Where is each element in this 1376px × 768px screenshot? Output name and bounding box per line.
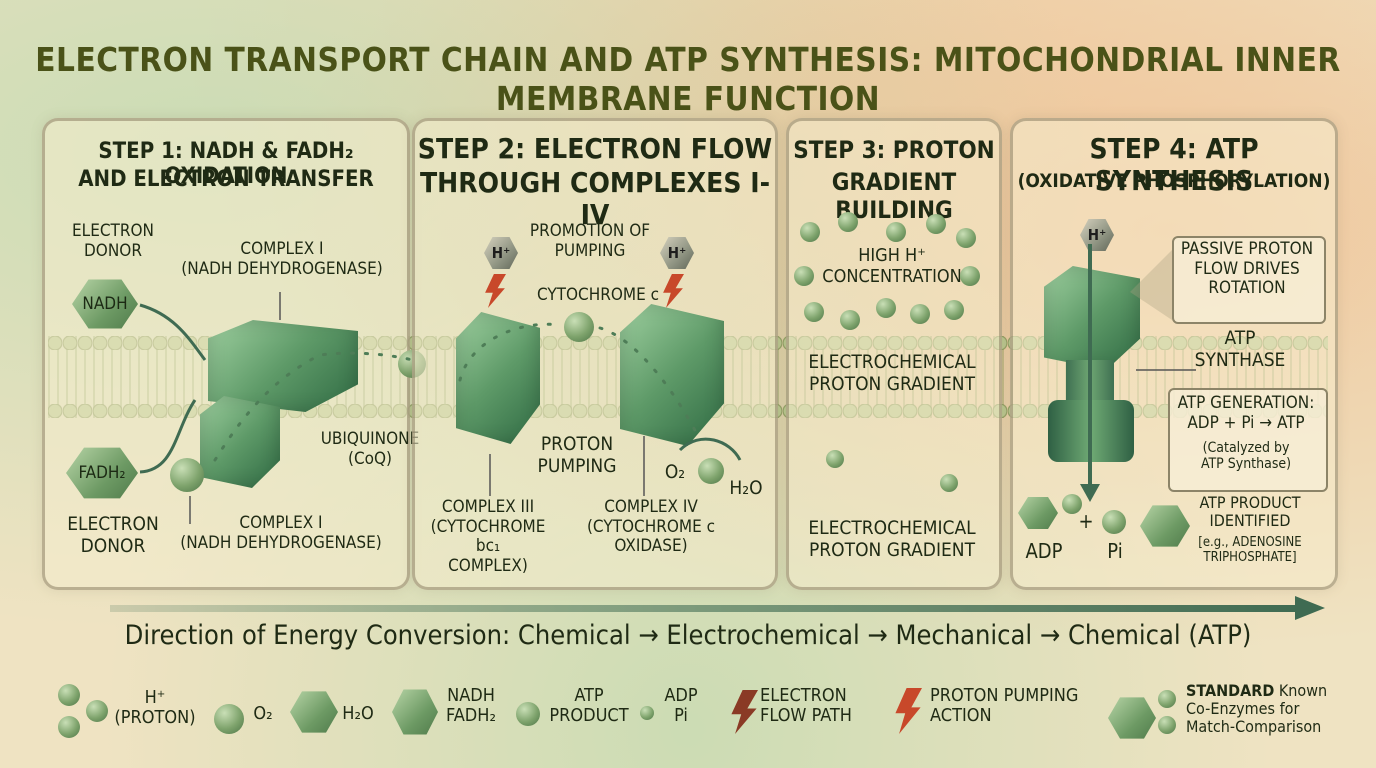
electron-flow-bolt-icon: [731, 690, 758, 734]
proton-ball: [794, 266, 814, 286]
cytochrome-c-ball: [564, 312, 594, 342]
energy-direction-caption: Direction of Energy Conversion: Chemical…: [124, 620, 1252, 651]
step2-heading-line2: THROUGH COMPLEXES I-IV: [419, 166, 771, 232]
complex-iii-label: COMPLEX III (CYTOCHROME bc₁ COMPLEX): [430, 497, 546, 576]
legend-nadh-label: NADH FADH₂: [446, 685, 496, 727]
atp-product-ball: [1140, 505, 1190, 547]
atp-generation-box: [1168, 388, 1328, 492]
proton-ball: [926, 214, 946, 234]
legend-atp-label: ATP PRODUCT: [549, 685, 629, 727]
step4-heading-line2: (OXIDATIVE PHOSPHORYLATION): [1017, 170, 1331, 192]
legend: H⁺ (PROTON) O₂ H₂O NADH FADH₂ ATP PRODUC…: [0, 676, 1376, 756]
proton-cluster-icon: [86, 700, 108, 722]
energy-direction-arrow: [110, 596, 1325, 620]
adp-dot-icon: [640, 706, 654, 720]
cytochrome-c-label: CYTOCHROME c: [536, 285, 660, 305]
step2-heading-line1: STEP 2: ELECTRON FLOW: [417, 132, 773, 165]
step1-heading-line2: AND ELECTRON TRANSFER: [78, 167, 374, 192]
legend-h2o-label: H₂O: [342, 703, 374, 724]
proton-flow-arrow: [1080, 244, 1100, 502]
step3-heading-line1: STEP 3: PROTON: [793, 136, 995, 164]
legend-proton-pumping-label: PROTON PUMPING ACTION: [930, 685, 1079, 727]
electron-donor-top-label: ELECTRON DONOR: [72, 221, 154, 261]
fadh2-electron-ball: [170, 458, 204, 492]
proton-cluster-icon: [58, 716, 80, 738]
proton-ball: [800, 222, 820, 242]
legend-standard-rest: Known Co-Enzymes for Match-Comparison: [1186, 681, 1328, 736]
proton-pump-bolt-icon: [895, 688, 922, 734]
atp-generation-label: ATP GENERATION: ADP + Pi → ATP: [1177, 393, 1315, 433]
electron-donor-bottom-label: ELECTRON DONOR: [67, 513, 159, 557]
complex-iv-protein: [620, 304, 724, 446]
legend-adp-label: ADP Pi: [664, 685, 698, 727]
atp-synthase-label: ATP SYNTHASE: [1194, 327, 1286, 371]
o2-ball-icon: [214, 704, 244, 734]
page-title: ELECTRON TRANSPORT CHAIN AND ATP SYNTHES…: [35, 40, 1341, 118]
atp-ball-icon: [516, 702, 540, 726]
proton-ball: [886, 222, 906, 242]
atp-product-note: [e.g., ADENOSINE TRIPHOSPHATE]: [1198, 535, 1302, 565]
proton-ball: [944, 300, 964, 320]
proton-ball: [956, 228, 976, 248]
nadh-label: NADH: [82, 294, 128, 314]
coenzyme-cluster-icon: [1158, 690, 1176, 708]
proton-symbol: H⁺: [491, 244, 511, 262]
complex-i-protein: [208, 320, 358, 412]
h2o-ball-icon: [290, 691, 338, 733]
complex-i-bottom-label: COMPLEX I (NADH DEHYDROGENASE): [180, 513, 382, 553]
adp-label: ADP: [1025, 539, 1063, 563]
nadh-ball-icon: [392, 689, 438, 735]
proton-symbol: H⁺: [1087, 226, 1107, 244]
adp-small-ball: [1062, 494, 1082, 514]
complex-iii-protein: [456, 312, 540, 444]
proton-ball: [804, 302, 824, 322]
legend-standard-label: STANDARD Known Co-Enzymes for Match-Comp…: [1186, 682, 1346, 736]
passive-flow-box: [1172, 236, 1326, 324]
proton-ball: [826, 450, 844, 468]
step1-heading-line1: STEP 1: NADH & FADH₂ OXIDATION: [98, 139, 354, 190]
o2-label: O₂: [664, 461, 686, 483]
o2-ball: [698, 458, 724, 484]
catalyzed-label: (Catalyzed by ATP Synthase): [1200, 440, 1292, 473]
proton-ball: [940, 474, 958, 492]
proton-cluster-icon: [58, 684, 80, 706]
legend-proton-label: H⁺ (PROTON): [114, 687, 196, 729]
proton-symbol: H⁺: [667, 244, 687, 262]
proton-ball: [960, 266, 980, 286]
complex-i-top-label: COMPLEX I (NADH DEHYDROGENASE): [181, 239, 383, 279]
atp-product-heading: ATP PRODUCT IDENTIFIED: [1199, 493, 1301, 531]
proton-icon-right: H⁺: [660, 237, 694, 269]
pi-label: Pi: [1107, 539, 1123, 563]
step3-heading-line2: GRADIENT BUILDING: [831, 168, 957, 224]
legend-standard-bold: STANDARD: [1186, 681, 1275, 700]
coenzyme-cluster-icon: [1158, 716, 1176, 734]
proton-gradient-label-top: ELECTROCHEMICAL PROTON GRADIENT: [808, 351, 976, 395]
proton-ball: [876, 298, 896, 318]
step3-panel: STEP 3: PROTON GRADIENT BUILDING: [786, 118, 1002, 590]
promotion-of-pumping-label: PROMOTION OF PUMPING: [529, 221, 651, 261]
ubiquinone-label: UBIQUINONE (CoQ): [320, 429, 420, 469]
fadh2-label: FADH₂: [78, 463, 126, 483]
passive-flow-label: PASSIVE PROTON FLOW DRIVES ROTATION: [1180, 239, 1314, 299]
proton-ball: [910, 304, 930, 324]
proton-gradient-label-bottom: ELECTROCHEMICAL PROTON GRADIENT: [808, 517, 976, 561]
proton-ball: [840, 310, 860, 330]
legend-o2-label: O₂: [253, 703, 273, 724]
high-h-concentration-label: HIGH H⁺ CONCENTRATION: [822, 245, 962, 287]
proton-ball: [838, 212, 858, 232]
legend-electron-flow-label: ELECTRON FLOW PATH: [760, 685, 852, 727]
step4-heading-line1: STEP 4: ATP SYNTHESIS: [1089, 132, 1259, 198]
coenzyme-cluster-icon: [1108, 697, 1156, 739]
h2o-label: H₂O: [729, 477, 763, 499]
complex-i-lower-protein: [200, 396, 280, 488]
complex-iv-label: COMPLEX IV (CYTOCHROME c OXIDASE): [586, 497, 716, 557]
plus-label: +: [1078, 509, 1094, 533]
pi-ball: [1102, 510, 1126, 534]
proton-pumping-label: PROTON PUMPING: [537, 433, 617, 477]
